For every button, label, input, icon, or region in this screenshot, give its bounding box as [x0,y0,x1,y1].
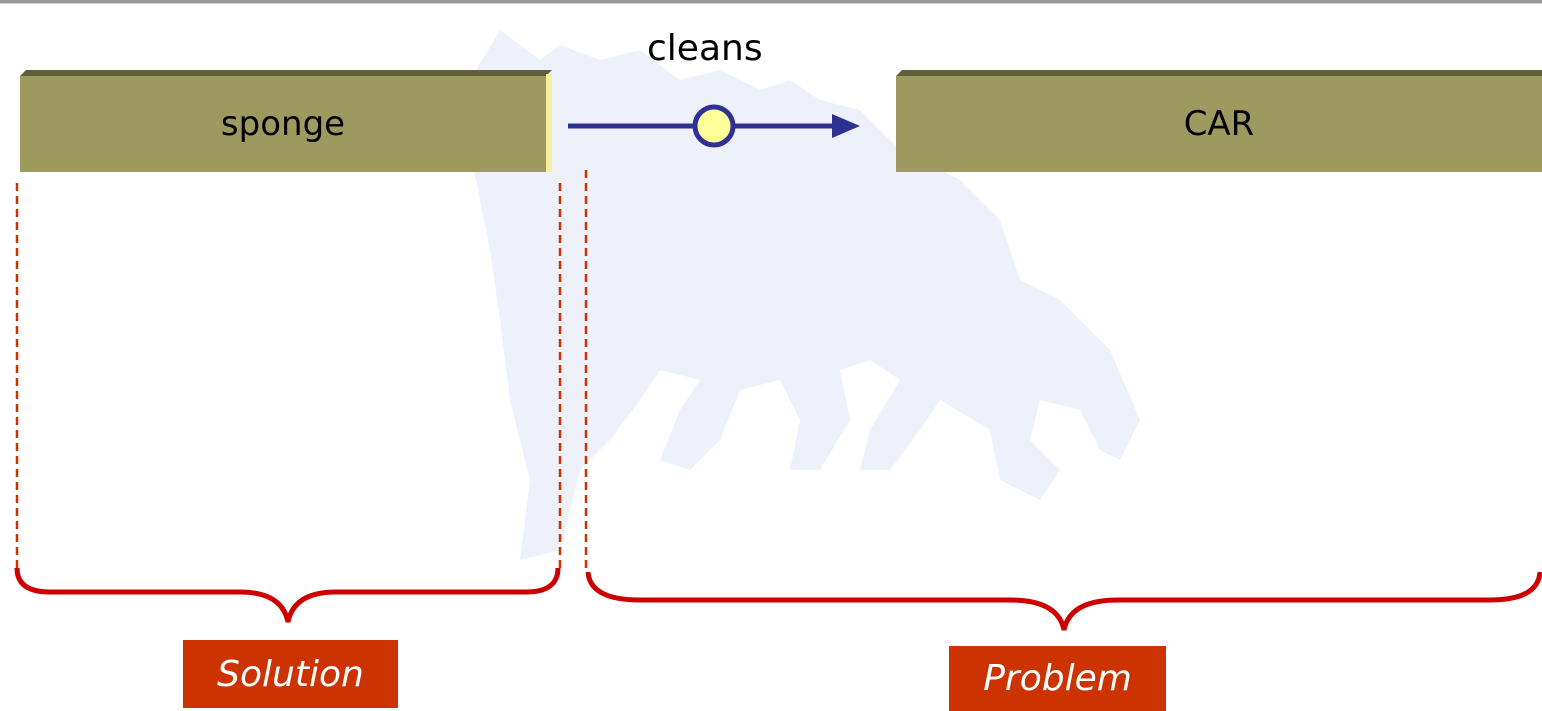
problem-tag: Problem [949,646,1166,711]
solution-brace [14,567,561,623]
solution-tag: Solution [183,640,398,708]
bar-side-edge [546,74,552,172]
problem-object-label: CAR [896,76,1542,172]
problem-object-bar: CAR [896,70,1542,172]
relation-label: cleans [647,28,763,69]
solution-object-label: sponge [20,76,546,172]
relation-node-icon [692,104,736,148]
bar-top-face [896,70,1542,76]
arrow-head-icon [832,114,860,138]
problem-brace [585,571,1542,631]
relation-arrow [568,104,860,148]
solution-object-bar: sponge [20,70,552,172]
bar-top-face [20,70,552,76]
top-rule [0,0,1542,4]
